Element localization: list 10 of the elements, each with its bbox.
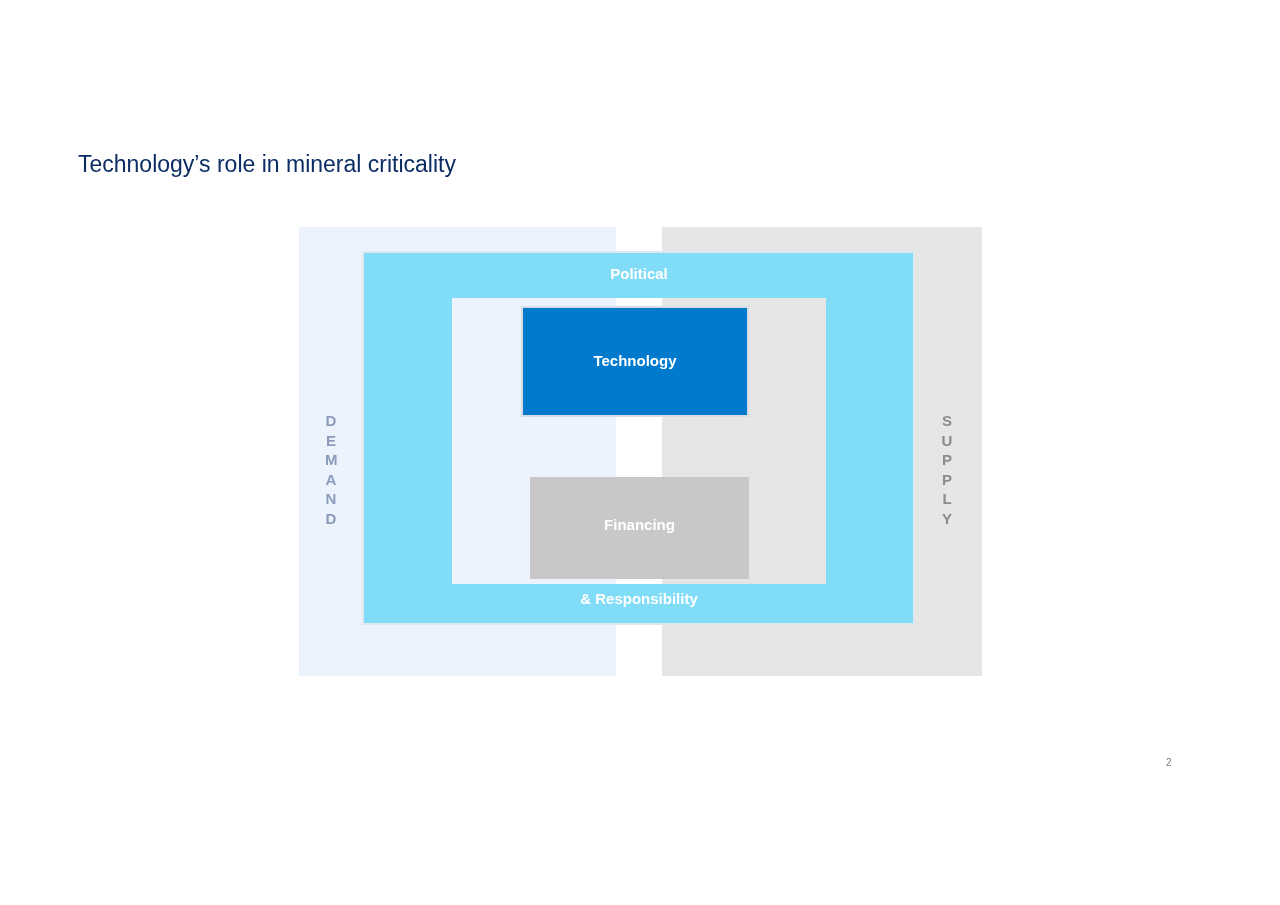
technology-box — [521, 306, 749, 417]
political-frame — [364, 253, 913, 623]
box-label: Technology — [592, 351, 678, 369]
vertical-label: DEMAND — [325, 411, 337, 528]
frame-label: Political — [609, 265, 669, 282]
title: Technology’s role in mineral criticality — [78, 151, 456, 178]
frame-label: & Responsibility — [579, 590, 699, 607]
vertical-label: SUPPLY — [941, 411, 953, 528]
financing-box — [530, 477, 749, 579]
page-number: 2 — [1166, 757, 1172, 768]
